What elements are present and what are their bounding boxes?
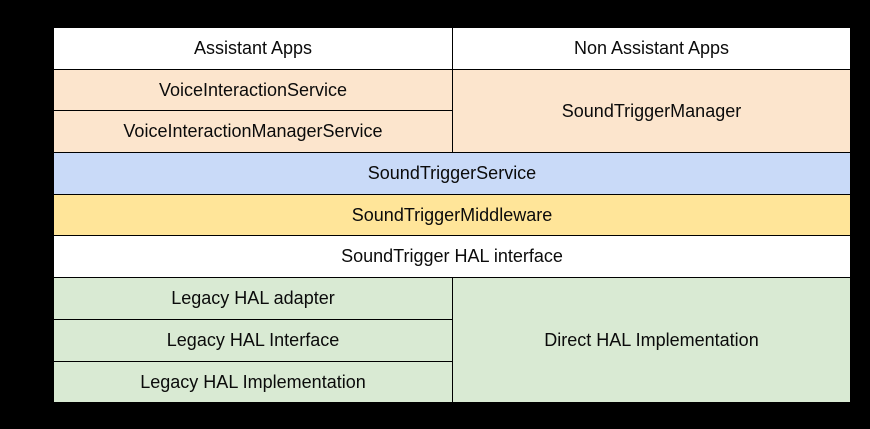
row-sound-trigger-service: SoundTriggerService (53, 152, 851, 195)
cell-sound-trigger-manager: SoundTriggerManager (452, 68, 851, 154)
cell-sound-trigger-hal-interface: SoundTrigger HAL interface (53, 235, 851, 279)
cell-non-assistant-apps: Non Assistant Apps (452, 27, 851, 70)
row-legacy-hal-interface: Legacy HAL Interface (53, 318, 851, 362)
cell-sound-trigger-service: SoundTriggerService (53, 152, 851, 195)
row-voice-interaction-service: VoiceInteractionService SoundTriggerMana… (53, 68, 851, 154)
cell-assistant-apps: Assistant Apps (53, 27, 453, 70)
cell-legacy-hal-interface: Legacy HAL Interface (53, 318, 453, 362)
row-legacy-hal-implementation: Legacy HAL Implementation (53, 360, 851, 404)
cell-legacy-hal-implementation: Legacy HAL Implementation (53, 360, 453, 404)
cell-voice-interaction-manager-service: VoiceInteractionManagerService (53, 110, 453, 154)
row-sound-trigger-hal-interface: SoundTrigger HAL interface (53, 235, 851, 279)
soundtrigger-stack-diagram: Assistant Apps Non Assistant Apps VoiceI… (53, 27, 851, 404)
stack-table: Assistant Apps Non Assistant Apps VoiceI… (53, 27, 851, 404)
cell-sound-trigger-middleware: SoundTriggerMiddleware (53, 193, 851, 237)
cell-direct-hal-implementation: Direct HAL Implementation (452, 277, 851, 404)
row-voice-interaction-manager-service: VoiceInteractionManagerService (53, 110, 851, 154)
cell-legacy-hal-adapter: Legacy HAL adapter (53, 277, 453, 320)
row-apps: Assistant Apps Non Assistant Apps (53, 27, 851, 70)
row-legacy-hal-adapter: Legacy HAL adapter Direct HAL Implementa… (53, 277, 851, 404)
cell-voice-interaction-service: VoiceInteractionService (53, 68, 453, 112)
row-sound-trigger-middleware: SoundTriggerMiddleware (53, 193, 851, 237)
